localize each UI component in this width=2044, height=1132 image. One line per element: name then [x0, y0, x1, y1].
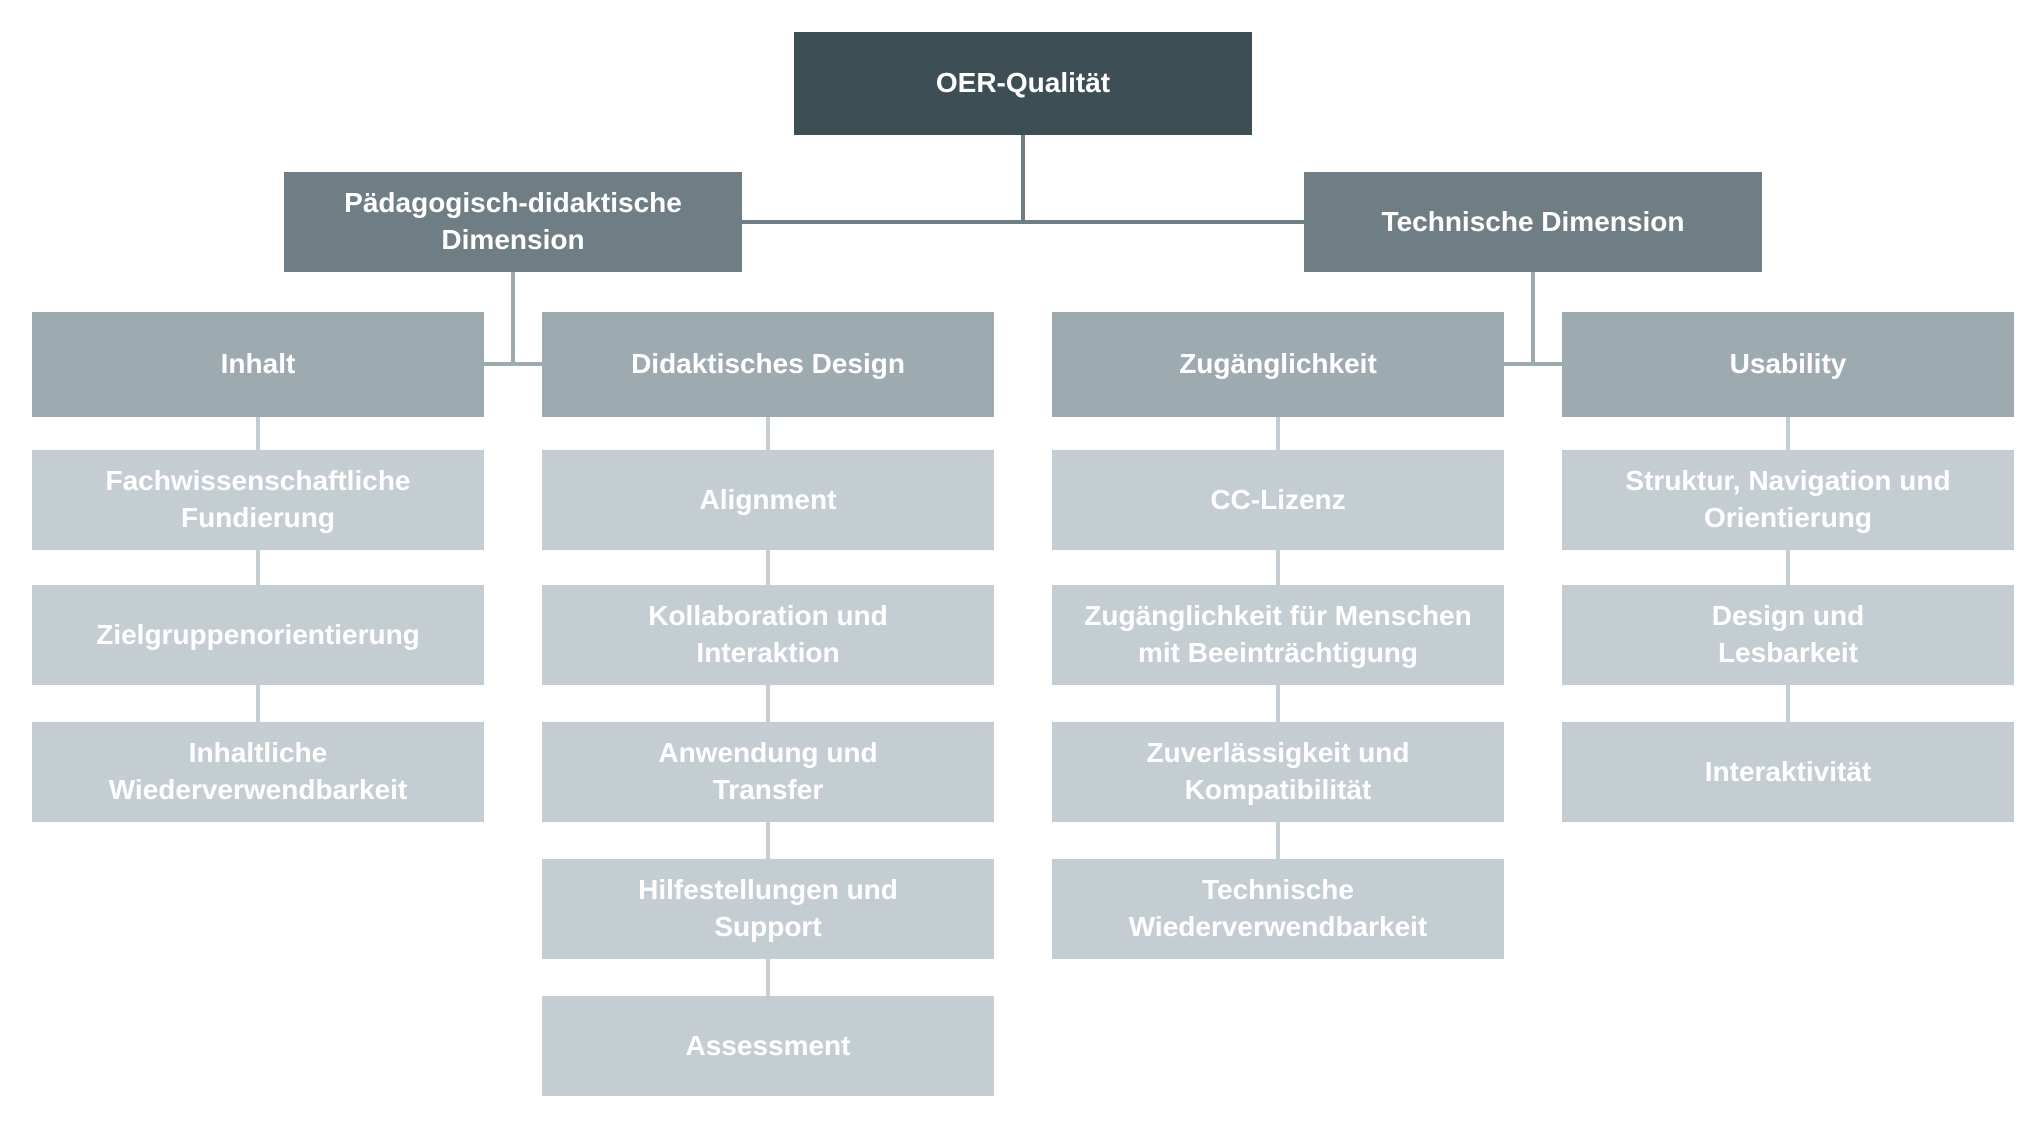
- node-label: Wiederverwendbarkeit: [1128, 911, 1428, 942]
- node-label: Orientierung: [1703, 502, 1872, 533]
- node-category-zugaenglichkeit: Zugänglichkeit: [1052, 312, 1504, 417]
- node-label: Hilfestellungen und: [638, 874, 898, 906]
- node-label: Interaktion: [696, 637, 840, 668]
- node-item-assessment: Assessment: [542, 996, 994, 1096]
- connector-didaktik-seg-5: [766, 959, 770, 996]
- node-category-inhalt: Inhalt: [32, 312, 484, 417]
- node-technische-dimension: Technische Dimension: [1304, 172, 1762, 272]
- node-item-inhaltliche-wiederverwendbarkeit: Inhaltliche Wiederverwendbarkeit: [32, 722, 484, 822]
- node-item-cc-lizenz: CC-Lizenz: [1052, 450, 1504, 550]
- node-label: Technische: [1202, 874, 1354, 906]
- node-label: Fachwissenschaftliche: [105, 465, 411, 497]
- node-label: Zielgruppenorientierung: [96, 618, 420, 650]
- node-label: Lesbarkeit: [1717, 637, 1859, 668]
- node-category-usability: Usability: [1562, 312, 2014, 417]
- connector-usability-seg-3: [1786, 685, 1790, 722]
- connector-didaktik-seg-3: [766, 685, 770, 722]
- node-item-alignment: Alignment: [542, 450, 994, 550]
- node-label: Kollaboration und: [648, 600, 888, 632]
- connector-technisch-horizontal: [1504, 362, 1562, 366]
- connector-paedagogisch-horizontal: [484, 362, 542, 366]
- node-label: Zugänglichkeit: [1179, 348, 1377, 380]
- node-label: Fundierung: [181, 502, 335, 533]
- node-label: mit Beeinträchtigung: [1137, 637, 1418, 668]
- node-item-interaktivitaet: Interaktivität: [1562, 722, 2014, 822]
- connector-inhalt-seg-2: [256, 550, 260, 585]
- node-label: Dimension: [441, 224, 585, 255]
- node-label: Design und: [1711, 600, 1865, 632]
- node-category-didaktisches-design: Didaktisches Design: [542, 312, 994, 417]
- node-label: Usability: [1729, 348, 1847, 380]
- node-label: Interaktivität: [1704, 755, 1872, 787]
- connector-paedagogisch-vertical: [511, 272, 515, 364]
- node-item-fachwissenschaftliche-fundierung: Fachwissenschaftliche Fundierung: [32, 450, 484, 550]
- node-item-technische-wiederverwendbarkeit: Technische Wiederverwendbarkeit: [1052, 859, 1504, 959]
- connector-zugang-seg-2: [1276, 550, 1280, 585]
- node-label: Inhaltliche: [188, 737, 328, 769]
- connector-didaktik-seg-4: [766, 822, 770, 859]
- node-paedagogisch-didaktische-dimension: Pädagogisch-didaktische Dimension: [284, 172, 742, 272]
- connector-technisch-vertical: [1531, 272, 1535, 364]
- node-label: Alignment: [699, 483, 837, 515]
- node-label: Support: [714, 911, 822, 942]
- node-label: Transfer: [712, 774, 824, 805]
- node-item-zugaenglichkeit-fuer-menschen: Zugänglichkeit für Menschen mit Beeinträ…: [1052, 585, 1504, 685]
- node-label: Zugänglichkeit für Menschen: [1084, 600, 1472, 632]
- node-item-hilfestellungen-und-support: Hilfestellungen und Support: [542, 859, 994, 959]
- node-label: Zuverlässigkeit und: [1146, 737, 1410, 769]
- node-label: OER-Qualität: [935, 67, 1111, 99]
- connector-zugang-seg-4: [1276, 822, 1280, 859]
- connector-zugang-seg-1: [1276, 417, 1280, 450]
- node-oer-qualitaet: OER-Qualität: [794, 32, 1252, 135]
- node-item-design-und-lesbarkeit: Design und Lesbarkeit: [1562, 585, 2014, 685]
- node-label: Inhalt: [220, 348, 296, 380]
- node-item-zielgruppenorientierung: Zielgruppenorientierung: [32, 585, 484, 685]
- connector-inhalt-seg-3: [256, 685, 260, 722]
- node-item-struktur-navigation-orientierung: Struktur, Navigation und Orientierung: [1562, 450, 2014, 550]
- connector-didaktik-seg-2: [766, 550, 770, 585]
- connector-inhalt-seg-1: [256, 417, 260, 450]
- node-item-anwendung-und-transfer: Anwendung und Transfer: [542, 722, 994, 822]
- node-label: Struktur, Navigation und: [1625, 465, 1951, 497]
- connector-usability-seg-1: [1786, 417, 1790, 450]
- node-label: Wiederverwendbarkeit: [108, 774, 408, 805]
- connector-root-horizontal: [742, 220, 1304, 224]
- node-item-zuverlaessigkeit-und-kompatibilitaet: Zuverlässigkeit und Kompatibilität: [1052, 722, 1504, 822]
- connector-usability-seg-2: [1786, 550, 1790, 585]
- node-label: CC-Lizenz: [1210, 483, 1346, 515]
- node-label: Didaktisches Design: [631, 348, 905, 380]
- node-item-kollaboration-und-interaktion: Kollaboration und Interaktion: [542, 585, 994, 685]
- node-label: Pädagogisch-didaktische: [344, 187, 682, 219]
- node-label: Kompatibilität: [1184, 774, 1372, 805]
- node-label: Anwendung und: [658, 737, 878, 769]
- connector-zugang-seg-3: [1276, 685, 1280, 722]
- node-label: Assessment: [685, 1029, 851, 1061]
- node-label: Technische Dimension: [1381, 205, 1685, 237]
- connector-didaktik-seg-1: [766, 417, 770, 450]
- connector-root-vertical: [1021, 135, 1025, 224]
